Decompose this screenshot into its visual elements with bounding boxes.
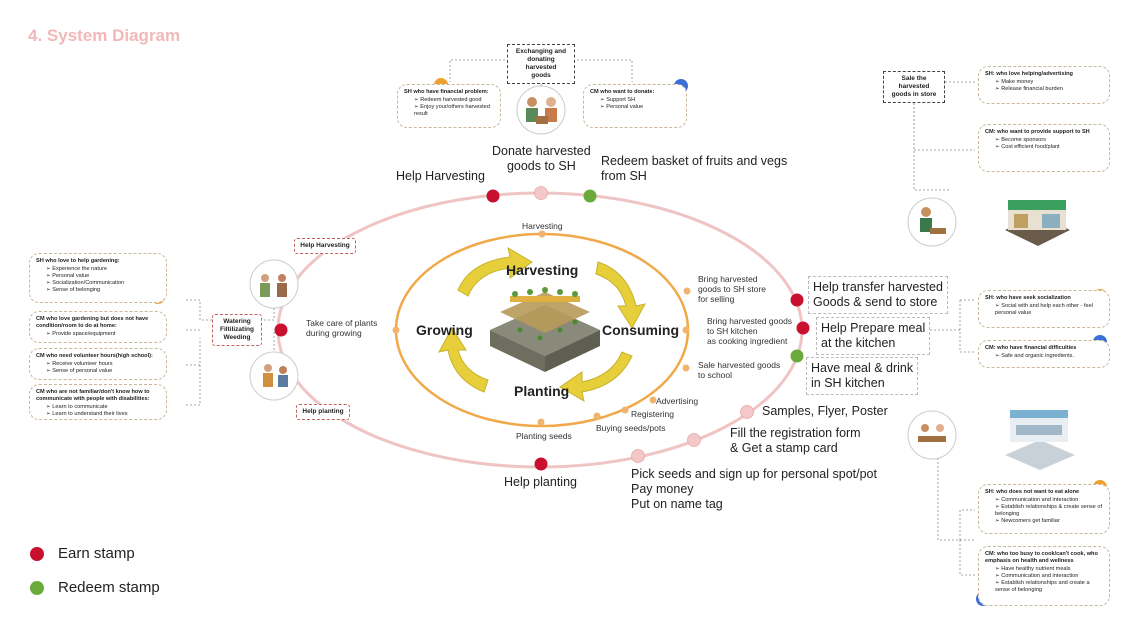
- card-cm-volunteer: CM who need volunteer hours(high school)…: [29, 348, 167, 380]
- label-bring-kitchen: Bring harvested goods to SH kitchen as c…: [707, 316, 793, 346]
- tag-watering: Watering Filtilizating Weeding: [212, 314, 262, 346]
- card-header: SH who have financial problem:: [404, 89, 489, 95]
- card-item: Communication and interaction: [995, 497, 1103, 504]
- label-harvesting-small: Harvesting: [522, 221, 563, 231]
- card-cm-gardening: CM who love gardening but does not have …: [29, 311, 167, 343]
- card-header: SH: who does not want to eat alone: [985, 489, 1080, 495]
- cycle-planting: Planting: [514, 383, 570, 399]
- card-item: Enjoy your/others harvested result: [414, 104, 494, 118]
- label-advertising: Advertising: [656, 396, 699, 406]
- tag-help-harvesting: Help Harvesting: [294, 238, 356, 254]
- card-header: CM: who want to provide support to SH: [985, 129, 1090, 135]
- card-cm-financial: CM: who have financial difficulties Safe…: [978, 340, 1110, 368]
- label-buying: Buying seeds/pots: [596, 423, 666, 433]
- legend-earn-dot: [30, 547, 44, 561]
- label-have-meal: Have meal & drink in SH kitchen: [806, 357, 919, 395]
- cycle-harvesting: Harvesting: [506, 262, 579, 278]
- card-item: Experience the nature: [46, 266, 160, 273]
- people-illustration-left-bottom: [249, 351, 299, 401]
- redeem-stamps: [583, 189, 804, 363]
- earn-stamps: [274, 189, 810, 471]
- cycle-growing: Growing: [416, 322, 473, 338]
- label-help-transfer: Help transfer harvested Goods & send to …: [808, 276, 948, 314]
- people-illustration-top: [516, 85, 566, 135]
- card-cm-donate: CM who want to donate: Support SHPersona…: [583, 84, 687, 128]
- card-item: Newcomers get familiar: [995, 518, 1103, 525]
- card-sh-socialization: SH: who have seek socialization Social w…: [978, 290, 1110, 328]
- label-redeem-basket: Redeem basket of fruits and vegs from SH: [601, 154, 788, 183]
- store-illustration: [1005, 200, 1070, 246]
- card-item: Social with and help each other - feel p…: [995, 303, 1103, 317]
- card-sh-gardening: SH who love to help gardening: Experienc…: [29, 253, 167, 303]
- kitchen-illustration: [1005, 410, 1075, 470]
- card-item: Cost efficient food/plant: [995, 144, 1103, 151]
- people-illustration-left-top: [249, 259, 299, 309]
- card-sh-helping: SH: who love helping/advertising Make mo…: [978, 66, 1110, 104]
- label-bring-store: Bring harvested goods to SH store for se…: [698, 274, 767, 304]
- inner-ring-dots: [392, 230, 691, 426]
- card-item: Redeem harvested good: [414, 97, 494, 104]
- card-cm-busy: CM: who too busy to cook/can't cook, who…: [978, 546, 1110, 606]
- card-item: Have healthy nutrient meals: [995, 566, 1103, 573]
- label-samples: Samples, Flyer, Poster: [762, 404, 888, 418]
- card-sh-financial: SH who have financial problem: Redeem ha…: [397, 84, 501, 128]
- card-header: CM who are not familiar/don't know how t…: [36, 389, 150, 402]
- legend-redeem-dot: [30, 581, 44, 595]
- tag-sale-store: Sale the harvested goods in store: [883, 71, 945, 103]
- label-planting-seeds: Planting seeds: [516, 431, 572, 441]
- garden-building-illustration: [490, 287, 600, 372]
- card-cm-communicate: CM who are not familiar/don't know how t…: [29, 384, 167, 420]
- card-item: Sense of personal value: [46, 368, 160, 375]
- label-fill-form: Fill the registration form & Get a stamp…: [730, 426, 861, 455]
- card-item: Socialization/Communication: [46, 280, 160, 287]
- cycle-consuming: Consuming: [602, 322, 679, 338]
- card-item: Safe and organic ingredients.: [995, 353, 1103, 360]
- tag-exchanging: Exchanging and donating harvested goods: [507, 44, 575, 84]
- card-item: Sense of belonging: [46, 287, 160, 294]
- outer-ring-dots: [534, 186, 754, 463]
- card-item: Personal value: [600, 104, 680, 111]
- label-donate: Donate harvested goods to SH: [492, 144, 591, 173]
- card-header: CM who want to donate:: [590, 89, 655, 95]
- card-item: Establish relationships and create a sen…: [995, 580, 1103, 594]
- card-header: SH: who have seek socialization: [985, 295, 1071, 301]
- card-header: CM: who too busy to cook/can't cook, who…: [985, 551, 1098, 564]
- people-illustration-right-top: [907, 197, 957, 247]
- card-item: Become sponsors: [995, 137, 1103, 144]
- card-header: SH who love to help gardening:: [36, 258, 120, 264]
- card-item: Make money: [995, 79, 1103, 86]
- page-title: 4. System Diagram: [28, 26, 181, 45]
- card-header: CM who love gardening but does not have …: [36, 316, 149, 329]
- cycle-arrows: [438, 246, 646, 403]
- card-header: CM: who have financial difficulties: [985, 345, 1077, 351]
- card-header: SH: who love helping/advertising: [985, 71, 1073, 77]
- label-help-harvesting: Help Harvesting: [396, 169, 485, 183]
- label-sale-school: Sale harvested goods to school: [698, 360, 781, 380]
- legend-earn-label: Earn stamp: [58, 545, 135, 562]
- label-take-care: Take care of plants during growing: [306, 318, 378, 338]
- card-item: Receive volunteer hours: [46, 361, 160, 368]
- card-header: CM who need volunteer hours(high school)…: [36, 353, 153, 359]
- card-item: Personal value: [46, 273, 160, 280]
- card-item: Release financial burden: [995, 86, 1103, 93]
- label-help-planting: Help planting: [504, 475, 577, 489]
- tag-help-planting: Help planting: [296, 404, 350, 420]
- label-registering: Registering: [631, 409, 674, 419]
- label-help-prepare: Help Prepare meal at the kitchen: [816, 317, 931, 355]
- card-cm-support: CM: who want to provide support to SH Be…: [978, 124, 1110, 172]
- card-item: Establish relationships & create sense o…: [995, 504, 1103, 518]
- legend-redeem-label: Redeem stamp: [58, 579, 160, 596]
- card-item: Learn to communicate: [46, 404, 160, 411]
- card-item: Support SH: [600, 97, 680, 104]
- card-item: Learn to understand their lives: [46, 411, 160, 418]
- people-illustration-right-bottom: [907, 410, 957, 460]
- label-pick-seeds: Pick seeds and sign up for personal spot…: [631, 467, 877, 511]
- card-item: Communication and interaction: [995, 573, 1103, 580]
- card-sh-eat-alone: SH: who does not want to eat alone Commu…: [978, 484, 1110, 534]
- card-item: Provide space/equipment: [46, 331, 160, 338]
